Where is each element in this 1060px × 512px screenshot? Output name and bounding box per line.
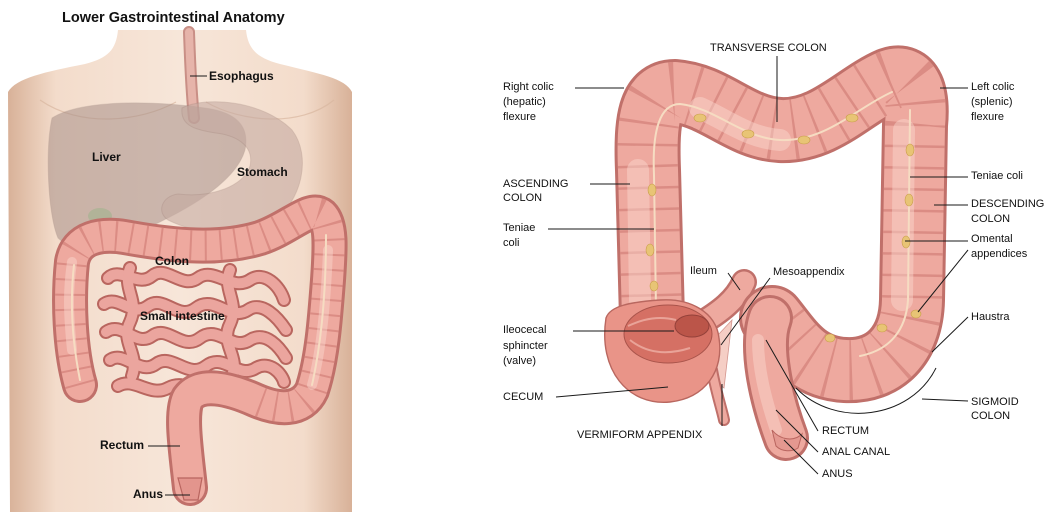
label-line: (splenic) xyxy=(971,95,1014,110)
label-ileocecal-sphincter: Ileocecal sphincter (valve) xyxy=(503,323,548,370)
omental-appendix xyxy=(902,236,910,248)
label-teniae-coli-descending: Teniae coli xyxy=(971,169,1023,184)
label-esophagus: Esophagus xyxy=(209,69,274,83)
small-intestine-loop xyxy=(227,270,234,376)
label-line: (hepatic) xyxy=(503,95,554,110)
label-rectum: Rectum xyxy=(100,438,144,452)
omental-appendix xyxy=(905,194,913,206)
label-teniae-coli-ascending: Teniae coli xyxy=(503,221,535,251)
omental-appendix xyxy=(742,130,754,138)
label-mesoappendix: Mesoappendix xyxy=(773,265,845,280)
label-stomach: Stomach xyxy=(237,165,288,179)
label-descending-colon: DESCENDING COLON xyxy=(971,197,1044,227)
omental-appendix xyxy=(650,281,658,291)
label-line: Left colic xyxy=(971,80,1014,95)
label-line: ASCENDING xyxy=(503,177,568,191)
label-transverse-colon: TRANSVERSE COLON xyxy=(710,41,827,56)
label-colon: Colon xyxy=(155,254,189,268)
label-line: coli xyxy=(503,236,535,251)
label-line: Omental xyxy=(971,232,1027,247)
label-anal-canal: ANAL CANAL xyxy=(822,445,890,460)
label-line: COLON xyxy=(971,409,1019,423)
label-omental-appendices: Omental appendices xyxy=(971,232,1027,262)
omental-appendix xyxy=(825,334,835,342)
omental-appendix xyxy=(906,144,914,156)
label-small-intestine: Small intestine xyxy=(140,309,225,323)
label-anus: Anus xyxy=(133,487,163,501)
torso-illustration xyxy=(8,30,352,512)
label-line: SIGMOID xyxy=(971,395,1019,409)
omental-appendix xyxy=(694,114,706,122)
label-right-colic-flexure: Right colic (hepatic) flexure xyxy=(503,80,554,125)
label-ascending-colon: ASCENDING COLON xyxy=(503,177,568,205)
omental-appendix xyxy=(911,310,921,318)
large-intestine-illustration xyxy=(605,78,921,450)
label-line: DESCENDING xyxy=(971,197,1044,212)
label-line: Teniae xyxy=(503,221,535,236)
leader-line-sigmoid-colon xyxy=(922,399,968,401)
label-line: appendices xyxy=(971,247,1027,262)
label-sigmoid-colon: SIGMOID COLON xyxy=(971,395,1019,423)
label-ileum: Ileum xyxy=(690,264,717,279)
label-left-colic-flexure: Left colic (splenic) flexure xyxy=(971,80,1014,125)
omental-appendix xyxy=(798,136,810,144)
label-haustra: Haustra xyxy=(971,310,1010,325)
omental-appendix xyxy=(646,244,654,256)
omental-appendix xyxy=(846,114,858,122)
label-anus-right: ANUS xyxy=(822,467,853,482)
ileocecal-valve xyxy=(675,315,709,337)
label-cecum: CECUM xyxy=(503,390,543,405)
label-rectum-right: RECTUM xyxy=(822,424,869,439)
label-line: (valve) xyxy=(503,354,548,370)
label-line: Ileocecal xyxy=(503,323,548,339)
label-line: COLON xyxy=(971,212,1044,227)
label-line: sphincter xyxy=(503,339,548,355)
label-line: Right colic xyxy=(503,80,554,95)
label-liver: Liver xyxy=(92,150,121,164)
left-panel-title: Lower Gastrointestinal Anatomy xyxy=(62,9,285,27)
label-line: flexure xyxy=(971,110,1014,125)
label-line: flexure xyxy=(503,110,554,125)
label-vermiform-appendix: VERMIFORM APPENDIX xyxy=(577,428,702,443)
omental-appendix xyxy=(648,184,656,196)
label-line: COLON xyxy=(503,191,568,205)
omental-appendix xyxy=(877,324,887,332)
